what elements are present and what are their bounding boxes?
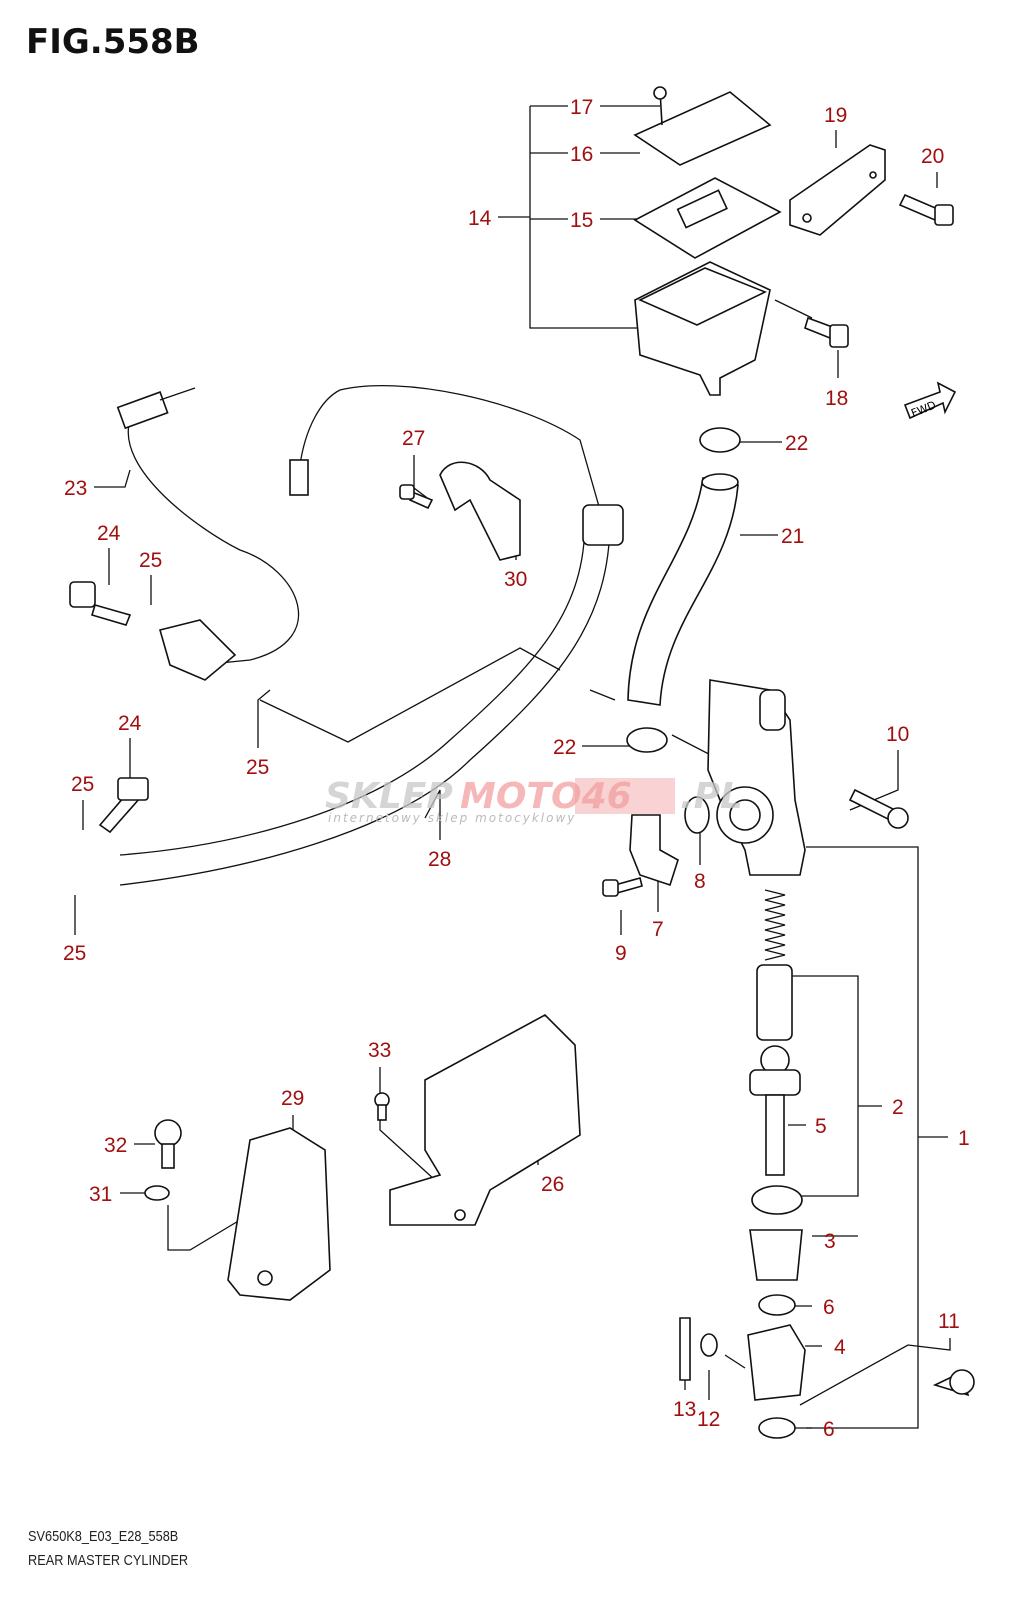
callout: 21 <box>781 525 804 548</box>
bolt-parts <box>69 193 975 1397</box>
diagram-code: SV650K8_E03_E28_558B <box>28 1528 179 1545</box>
watermark-brand-grey: SKLEP <box>325 776 453 817</box>
watermark-tagline: internetowy sklep motocyklowy <box>328 811 576 825</box>
callout: 20 <box>921 145 944 168</box>
fwd-badge: FWD <box>903 381 957 420</box>
callout: 9 <box>615 942 627 965</box>
callout: 18 <box>825 387 848 410</box>
master-cylinder-part <box>707 679 806 876</box>
callout: 25 <box>71 773 94 796</box>
callout: 11 <box>938 1310 960 1333</box>
callout: 23 <box>64 477 87 500</box>
callout: 13 <box>673 1398 696 1421</box>
callout: 3 <box>824 1230 836 1253</box>
callout: 27 <box>402 427 425 450</box>
callout: 8 <box>694 870 706 893</box>
callout: 26 <box>541 1173 564 1196</box>
callout: 28 <box>428 848 451 871</box>
diagram-caption: REAR MASTER CYLINDER <box>28 1552 189 1569</box>
callout: 30 <box>504 568 527 591</box>
clamp-parts <box>626 427 741 753</box>
callout: 24 <box>97 522 121 545</box>
cover-26-part <box>389 1014 581 1226</box>
watermark-brand-red: MOTO46 <box>460 776 632 817</box>
fitting-7-part <box>629 796 710 887</box>
reservoir-cap-part <box>633 86 772 166</box>
brake-hose-23-part <box>116 387 299 681</box>
callout-labels: 17 16 14 15 19 20 18 22 23 27 21 30 24 2… <box>63 96 970 1441</box>
callout: 4 <box>834 1336 846 1359</box>
callout: 24 <box>118 712 142 735</box>
callout: 17 <box>570 96 593 119</box>
callout: 12 <box>697 1408 720 1431</box>
callout: 25 <box>63 942 86 965</box>
watermark-tld: .PL <box>680 776 743 817</box>
callout: 29 <box>281 1087 304 1110</box>
callout: 19 <box>824 104 847 127</box>
callout: 16 <box>570 143 593 166</box>
callout: 5 <box>815 1115 827 1138</box>
callout: 2 <box>892 1096 904 1119</box>
watermark-logo: SKLEP MOTO46 .PL internetowy sklep motoc… <box>325 776 743 825</box>
callout: 22 <box>553 736 576 759</box>
callout: 25 <box>246 756 269 779</box>
callout: 14 <box>468 207 492 230</box>
callout: 6 <box>823 1296 835 1319</box>
bracket-part <box>789 144 886 236</box>
guard-29-part <box>144 1127 331 1301</box>
callout: 32 <box>104 1134 127 1157</box>
callout: 25 <box>139 549 162 572</box>
callout: 33 <box>368 1039 391 1062</box>
clamp-30-part <box>439 461 521 561</box>
callout: 7 <box>652 918 664 941</box>
leader-lines <box>74 105 951 1429</box>
figure-title: FIG.558B <box>26 22 200 62</box>
callout: 15 <box>570 209 593 232</box>
brake-hose-28-part <box>119 385 624 886</box>
callout: 6 <box>823 1418 835 1441</box>
diaphragm-part <box>633 177 782 259</box>
pushrod-assembly-part <box>679 889 806 1439</box>
callout: 1 <box>958 1127 970 1150</box>
callout: 31 <box>89 1183 112 1206</box>
hose-21-part <box>627 473 739 706</box>
reservoir-part <box>634 261 771 396</box>
callout: 22 <box>785 432 808 455</box>
callout: 10 <box>886 723 909 746</box>
